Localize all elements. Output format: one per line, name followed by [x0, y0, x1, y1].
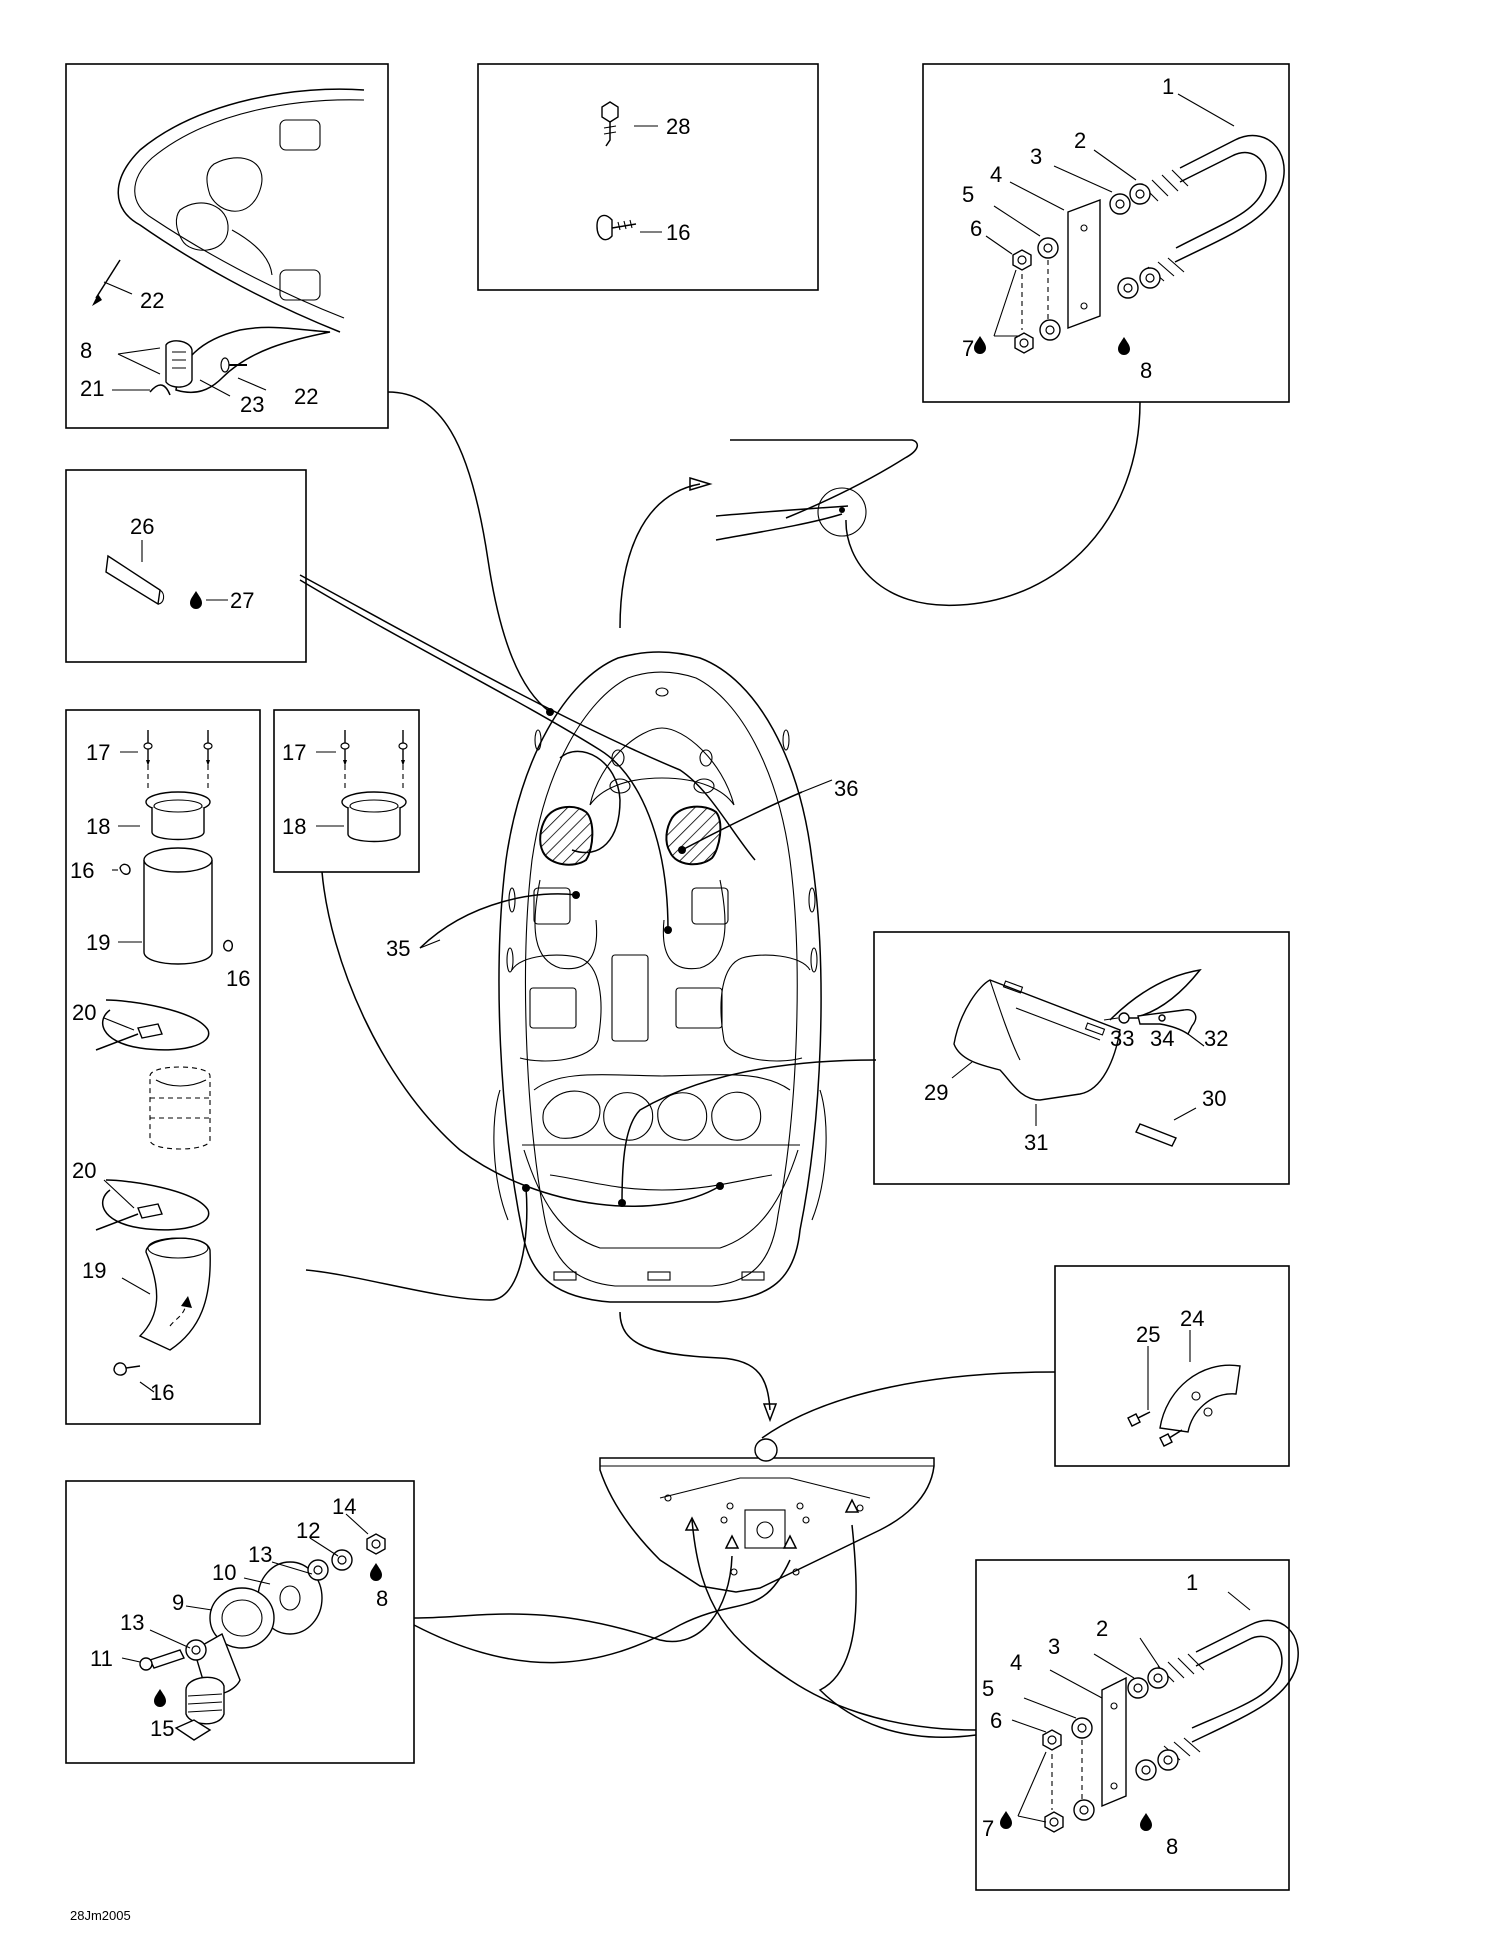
callout-12: 12 [296, 1518, 320, 1543]
detail-frame-fasteners [477, 63, 819, 291]
hatched-panel-right [665, 805, 722, 866]
detail-frame-u-bolt-rear [975, 1559, 1290, 1891]
vent-cup-detail [340, 729, 408, 843]
duct-detail [95, 729, 234, 1376]
callout-13a: 13 [248, 1542, 272, 1567]
u-bolt-rear-detail [1000, 1619, 1299, 1833]
callout-20b: 20 [72, 1158, 96, 1183]
callout-3a: 3 [1030, 144, 1042, 169]
stern-view [599, 1438, 935, 1593]
drain-plug-detail [139, 1533, 386, 1741]
callout-18a: 18 [86, 814, 110, 839]
callout-30: 30 [1202, 1086, 1226, 1111]
callout-25: 25 [1136, 1322, 1160, 1347]
callout-32: 32 [1204, 1026, 1228, 1051]
callout-34: 34 [1150, 1026, 1174, 1051]
callout-22a: 22 [140, 288, 164, 313]
callout-6b: 6 [990, 1708, 1002, 1733]
callout-31: 31 [1024, 1130, 1048, 1155]
callout-27: 27 [230, 588, 254, 613]
callout-9: 9 [172, 1590, 184, 1615]
callout-22b: 22 [294, 384, 318, 409]
callout-19a: 19 [86, 930, 110, 955]
callout-16d: 16 [150, 1380, 174, 1405]
connector-lines [299, 391, 1141, 1738]
callout-24: 24 [1180, 1306, 1204, 1331]
callout-7a: 7 [962, 336, 974, 361]
callout-36: 36 [834, 776, 858, 801]
callout-8a: 8 [1140, 358, 1152, 383]
detail-frame-tube [65, 469, 307, 663]
callout-26: 26 [130, 514, 154, 539]
callout-leaders [103, 93, 1251, 1823]
bracket-detail [1127, 1364, 1241, 1447]
callout-7b: 7 [982, 1816, 994, 1841]
callout-8d: 8 [1166, 1834, 1178, 1859]
callout-35: 35 [386, 936, 410, 961]
deflector-detail [953, 968, 1202, 1147]
callout-2b: 2 [1096, 1616, 1108, 1641]
callout-13b: 13 [120, 1610, 144, 1635]
callout-23: 23 [240, 392, 264, 417]
callout-16b: 16 [70, 858, 94, 883]
callout-15: 15 [150, 1716, 174, 1741]
callout-4a: 4 [990, 162, 1002, 187]
callout-3b: 3 [1048, 1634, 1060, 1659]
callout-28: 28 [666, 114, 690, 139]
fastener-detail [596, 101, 637, 241]
callout-10: 10 [212, 1560, 236, 1585]
detail-frame-vent-cup [273, 709, 420, 873]
callout-16a: 16 [666, 220, 690, 245]
callout-4b: 4 [1010, 1650, 1022, 1675]
callout-2a: 2 [1074, 128, 1086, 153]
bow-eye-detail [92, 88, 365, 396]
diagram-code: 28Jm2005 [70, 1908, 131, 1923]
callout-19b: 19 [82, 1258, 106, 1283]
callout-8b: 8 [80, 338, 92, 363]
u-bolt-front-detail [974, 134, 1285, 355]
callout-29: 29 [924, 1080, 948, 1105]
tube-detail [105, 554, 202, 609]
callout-17a: 17 [86, 740, 110, 765]
callout-1b: 1 [1186, 1570, 1198, 1595]
callout-6a: 6 [970, 216, 982, 241]
detail-frame-bracket [1054, 1265, 1290, 1467]
callout-17b: 17 [282, 740, 306, 765]
callout-18b: 18 [282, 814, 306, 839]
callout-11: 11 [90, 1646, 113, 1671]
callout-5a: 5 [962, 182, 974, 207]
callout-16c: 16 [226, 966, 250, 991]
callout-14: 14 [332, 1494, 356, 1519]
callout-21: 21 [80, 376, 104, 401]
callout-labels: 1 2 3 4 5 6 7 8 28 16 22 22 8 21 23 26 2… [70, 74, 1228, 1923]
callout-8c: 8 [376, 1586, 388, 1611]
hatched-panel-left [539, 805, 594, 866]
callout-20a: 20 [72, 1000, 96, 1025]
callout-5b: 5 [982, 1676, 994, 1701]
callout-33: 33 [1110, 1026, 1134, 1051]
callout-1a: 1 [1162, 74, 1174, 99]
